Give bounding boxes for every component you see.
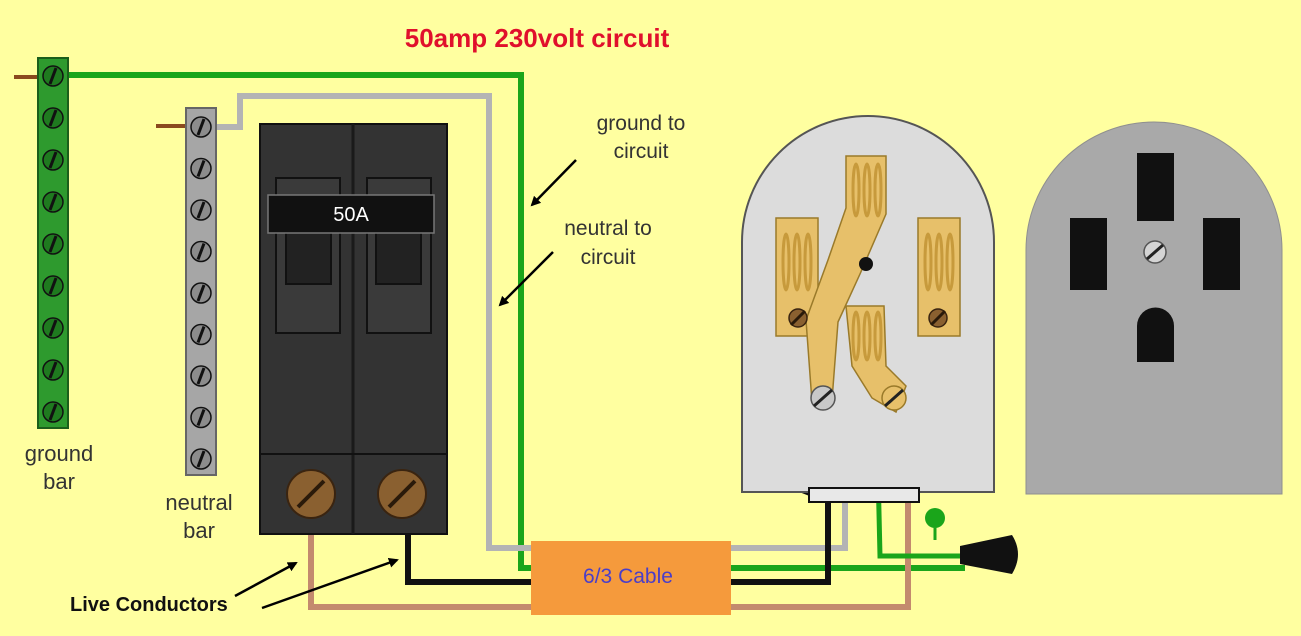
outlet-screw-ground: [881, 385, 907, 411]
screw-icon: [42, 401, 64, 423]
screw-icon: [190, 448, 212, 470]
terminal-ridge: [781, 232, 791, 292]
screw-icon: [190, 157, 212, 180]
breaker-rating-tab: [267, 194, 435, 234]
screw-icon: [42, 107, 64, 129]
ground-symbol-icon: [925, 508, 945, 540]
breaker-terminal-right: [377, 469, 427, 519]
terminal-ridge: [803, 232, 813, 292]
screw-icon: [42, 233, 64, 255]
screw-icon: [42, 191, 64, 213]
terminal-ridge: [862, 162, 872, 218]
breaker-rating: 50A: [333, 204, 369, 226]
outlet-slot-right: [1203, 218, 1240, 290]
screw-icon: [190, 365, 212, 387]
ground-bar: [37, 57, 69, 429]
neutral-to-circuit-label-line1: neutral to: [564, 217, 652, 240]
outlet-slot-left: [1070, 218, 1107, 290]
cable-clamp: [808, 487, 920, 503]
outlet-center-screw: [1143, 240, 1167, 264]
terminal-ridge: [873, 162, 883, 218]
arrow-icon: [234, 561, 298, 598]
screw-icon: [42, 359, 64, 381]
terminal-ridge: [851, 310, 861, 362]
ground-wire: [52, 72, 965, 571]
screw-icon: [42, 149, 64, 171]
neutral-bar: [185, 107, 217, 476]
outlet-screw-neutral: [810, 385, 836, 411]
screw-icon: [190, 406, 212, 429]
terminal-ridge: [923, 232, 933, 292]
cable-plug-icon: [960, 535, 1018, 574]
outlet-slot-ground: [1137, 307, 1174, 362]
outlet-wiring-view: [741, 115, 995, 503]
outlet-screw-left: [788, 308, 808, 328]
screw-icon: [190, 240, 212, 263]
terminal-ridge: [862, 310, 872, 362]
terminal-ridge: [945, 232, 955, 292]
terminal-ridge: [934, 232, 944, 292]
diagram-title: 50amp 230volt circuit: [405, 23, 670, 53]
arrow-icon: [261, 557, 399, 610]
neutral-bar-label-line2: bar: [183, 518, 215, 543]
screw-icon: [190, 282, 212, 304]
terminal-ridge: [792, 232, 802, 292]
outlet-slot-top: [1137, 153, 1174, 221]
double-pole-breaker: [259, 123, 448, 535]
neutral-bar-label-line1: neutral: [165, 490, 232, 515]
screw-icon: [42, 65, 64, 87]
screw-icon: [42, 275, 64, 297]
ground-to-circuit-label-line1: ground to: [597, 112, 686, 135]
live-conductors-label: Live Conductors: [70, 594, 228, 616]
cable-jacket: [531, 541, 731, 615]
ground-to-circuit-label-line2: circuit: [614, 140, 669, 163]
neutral-to-circuit-label-line2: circuit: [581, 246, 636, 269]
terminal-ridge: [851, 162, 861, 218]
ground-bar-label-line2: bar: [43, 469, 75, 494]
cable-label: 6/3 Cable: [583, 565, 673, 588]
breaker-terminal-left: [286, 469, 336, 519]
outlet-screw-right: [928, 308, 948, 328]
arrow-icon: [530, 159, 577, 207]
terminal-ridge: [873, 310, 883, 362]
ground-bar-label-line1: ground: [25, 441, 94, 466]
outlet-face: [1025, 121, 1283, 495]
screw-icon: [190, 116, 212, 138]
arrow-icon: [498, 251, 554, 307]
screw-icon: [190, 199, 212, 221]
screw-icon: [42, 317, 64, 339]
screw-icon: [190, 323, 212, 346]
